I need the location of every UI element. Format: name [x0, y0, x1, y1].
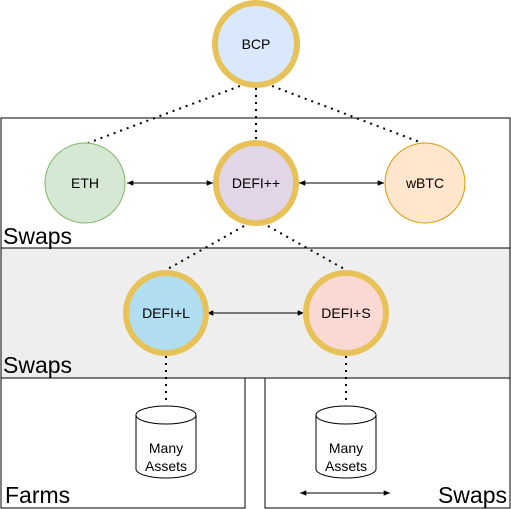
defi-pp-defi-l-link: [165, 225, 245, 271]
left-assets-line1: Many: [149, 440, 183, 456]
left-assets-database: Many Assets: [135, 405, 197, 479]
dotted-connectors: [87, 85, 431, 404]
right-assets-line2: Assets: [325, 458, 367, 474]
defi-l-node: DEFI+L: [123, 270, 209, 356]
farms-label: Farms: [5, 482, 70, 508]
eth-label: ETH: [71, 175, 99, 191]
defi-pp-node: DEFI++: [213, 140, 299, 226]
left-assets-line2: Assets: [145, 458, 187, 474]
right-assets-line1: Many: [329, 440, 363, 456]
defi-pp-label: DEFI++: [232, 175, 280, 191]
bcp-label: BCP: [242, 36, 271, 52]
top-swaps-label: Swaps: [3, 223, 72, 249]
defi-s-node: DEFI+S: [303, 270, 389, 356]
bottom-swaps-label: Swaps: [438, 482, 507, 508]
bcp-node: BCP: [212, 0, 300, 88]
defi-s-label: DEFI+S: [321, 305, 370, 321]
eth-node: ETH: [44, 142, 126, 224]
bcp-wbtc-link: [271, 85, 431, 147]
wbtc-label: wBTC: [405, 175, 444, 191]
bottom-swaps-region: [264, 377, 511, 509]
wbtc-node: wBTC: [384, 142, 466, 224]
right-assets-database: Many Assets: [315, 405, 377, 479]
farms-region: [0, 377, 246, 509]
swap-arrows: [127, 180, 390, 496]
mid-swaps-label: Swaps: [3, 352, 72, 378]
defi-pp-defi-s-link: [267, 225, 347, 271]
defi-l-label: DEFI+L: [142, 305, 190, 321]
